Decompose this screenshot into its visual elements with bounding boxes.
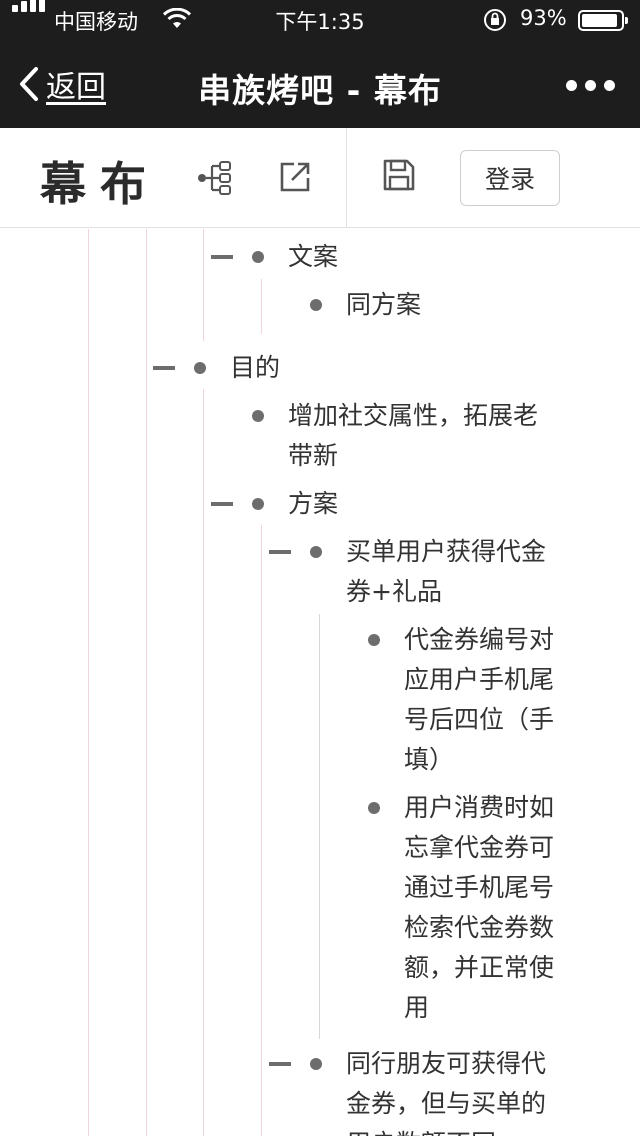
indent-guide bbox=[203, 229, 204, 341]
node-text-line[interactable]: 代金券编号对 bbox=[404, 625, 555, 654]
login-button[interactable]: 登录 bbox=[460, 150, 560, 206]
node-text-line[interactable]: 金券，但与买单的 bbox=[346, 1089, 547, 1118]
node-bullet[interactable] bbox=[310, 546, 322, 558]
collapse-toggle[interactable] bbox=[269, 1062, 291, 1066]
node-text-line[interactable]: 号后四位（手 bbox=[404, 705, 555, 734]
node-text-line[interactable]: 检索代金券数 bbox=[404, 913, 555, 942]
node-text-line[interactable]: 买单用户获得代金 bbox=[346, 537, 547, 566]
node-text[interactable]: 同方案 bbox=[346, 290, 422, 319]
outline-node-tongfangan[interactable]: 同方案 bbox=[0, 285, 640, 325]
node-text-line[interactable]: 用户数额不同 bbox=[346, 1124, 496, 1136]
back-button[interactable]: 返回 bbox=[18, 62, 106, 106]
outline-node-xiaofei[interactable]: 用户消费时如 忘拿代金券可 通过手机尾号 检索代金券数 额，并正常使 用 bbox=[0, 788, 640, 1028]
node-bullet[interactable] bbox=[310, 1058, 322, 1070]
node-text-line[interactable]: 用户消费时如 bbox=[404, 793, 555, 822]
battery-icon bbox=[578, 10, 628, 31]
node-text-line[interactable]: 增加社交属性，拓展老 bbox=[288, 401, 539, 430]
node-text-line[interactable]: 券+礼品 bbox=[346, 577, 442, 606]
outline-node-maidan[interactable]: 买单用户获得代金 券+礼品 bbox=[0, 532, 640, 612]
indent-guide bbox=[203, 389, 204, 1136]
collapse-toggle[interactable] bbox=[269, 550, 291, 554]
node-text[interactable]: 文案 bbox=[288, 242, 339, 271]
indent-guide bbox=[261, 525, 262, 1136]
clock: 下午1:35 bbox=[275, 10, 365, 34]
node-text-line[interactable]: 同行朋友可获得代 bbox=[346, 1049, 547, 1078]
nav-bar: 返回 串族烤吧 - 幕布 bbox=[0, 40, 640, 128]
node-text[interactable]: 方案 bbox=[288, 489, 339, 518]
mindmap-icon[interactable] bbox=[196, 160, 234, 196]
node-bullet[interactable] bbox=[252, 410, 264, 422]
mubu-logo: 幕布 bbox=[40, 157, 160, 211]
outline-node-daijinquan[interactable]: 代金券编号对 应用户手机尾 号后四位（手 填） bbox=[0, 620, 640, 780]
toolbar: 幕布 登录 bbox=[0, 128, 640, 228]
node-text-line[interactable]: 应用户手机尾 bbox=[404, 665, 555, 694]
node-bullet[interactable] bbox=[368, 634, 380, 646]
collapse-toggle[interactable] bbox=[211, 255, 233, 259]
outline-view: 文案 同方案 目的 增加社交属性，拓展老 带新 方案 买单用户获得代金 券+礼品… bbox=[0, 229, 640, 1136]
indent-guide bbox=[146, 229, 147, 1136]
status-bar: 中国移动 下午1:35 93% bbox=[0, 0, 640, 40]
carrier-name: 中国移动 bbox=[54, 10, 138, 34]
indent-guide bbox=[319, 614, 320, 1039]
back-label: 返回 bbox=[46, 70, 106, 105]
battery-percent: 93% bbox=[520, 6, 567, 30]
node-bullet[interactable] bbox=[310, 299, 322, 311]
node-text-line[interactable]: 额，并正常使 bbox=[404, 953, 555, 982]
page-title: 串族烤吧 - 幕布 bbox=[198, 71, 442, 110]
more-icon[interactable] bbox=[566, 74, 616, 94]
node-text-line[interactable]: 填） bbox=[404, 745, 455, 774]
node-text[interactable]: 目的 bbox=[230, 353, 281, 382]
collapse-toggle[interactable] bbox=[153, 366, 175, 370]
node-text-line[interactable]: 通过手机尾号 bbox=[404, 873, 555, 902]
indent-guide bbox=[261, 279, 262, 334]
indent-guide bbox=[88, 229, 89, 1136]
orientation-lock-icon bbox=[484, 9, 506, 31]
outline-node-tonghang[interactable]: 同行朋友可获得代 金券，但与买单的 用户数额不同 bbox=[0, 1044, 640, 1136]
outline-node-wenan[interactable]: 文案 bbox=[0, 237, 640, 277]
outline-node-zengjia[interactable]: 增加社交属性，拓展老 带新 bbox=[0, 396, 640, 476]
node-bullet[interactable] bbox=[252, 251, 264, 263]
outline-node-mudi[interactable]: 目的 bbox=[0, 348, 640, 388]
toolbar-divider bbox=[346, 128, 347, 228]
save-icon[interactable] bbox=[382, 158, 416, 192]
node-bullet[interactable] bbox=[194, 362, 206, 374]
node-bullet[interactable] bbox=[252, 498, 264, 510]
open-external-icon[interactable] bbox=[278, 160, 312, 194]
chevron-left-icon bbox=[20, 67, 38, 101]
node-text-line[interactable]: 用 bbox=[404, 993, 430, 1022]
wifi-icon bbox=[162, 8, 192, 28]
node-bullet[interactable] bbox=[368, 802, 380, 814]
outline-node-fangan[interactable]: 方案 bbox=[0, 484, 640, 524]
node-text-line[interactable]: 忘拿代金券可 bbox=[404, 833, 555, 862]
collapse-toggle[interactable] bbox=[211, 502, 233, 506]
node-text-line[interactable]: 带新 bbox=[288, 441, 339, 470]
